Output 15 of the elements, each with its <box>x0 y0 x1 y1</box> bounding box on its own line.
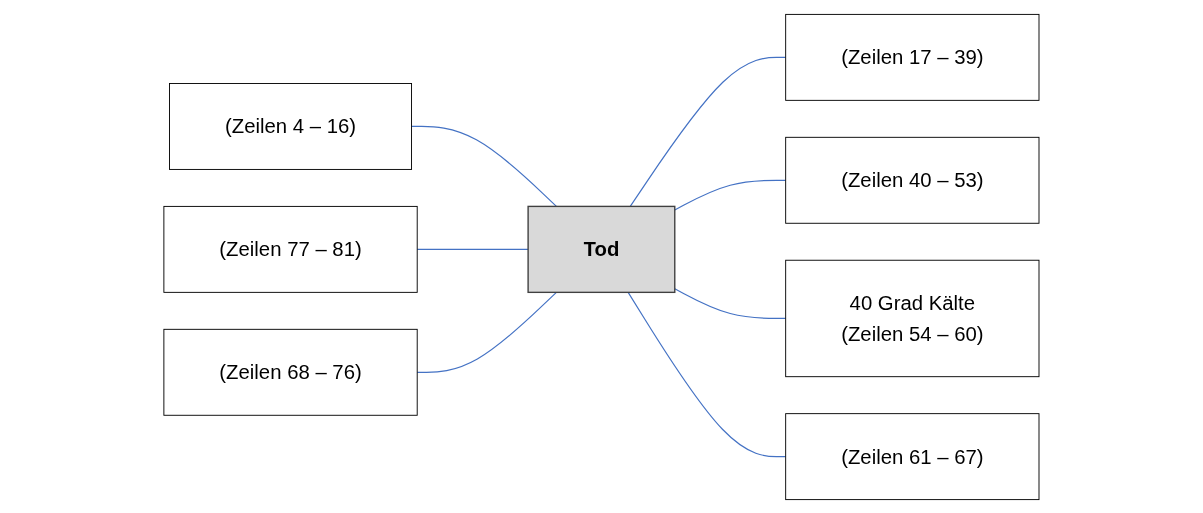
node-box: 40 Grad Kälte (Zeilen 54 – 60) <box>785 259 1040 377</box>
connector <box>674 287 787 319</box>
node-box: (Zeilen 61 – 67) <box>785 412 1040 500</box>
connector <box>627 291 787 457</box>
connector <box>416 248 529 250</box>
node-box: (Zeilen 17 – 39) <box>785 13 1040 101</box>
connector <box>674 179 787 211</box>
node-box: (Zeilen 4 – 16) <box>169 82 413 170</box>
node-box: Tod <box>527 205 676 293</box>
node-box: (Zeilen 68 – 76) <box>163 328 418 416</box>
node-box: (Zeilen 40 – 53) <box>785 136 1040 224</box>
connector <box>411 125 558 207</box>
connector <box>629 56 787 207</box>
connector <box>416 291 558 373</box>
node-box: (Zeilen 77 – 81) <box>163 205 418 293</box>
